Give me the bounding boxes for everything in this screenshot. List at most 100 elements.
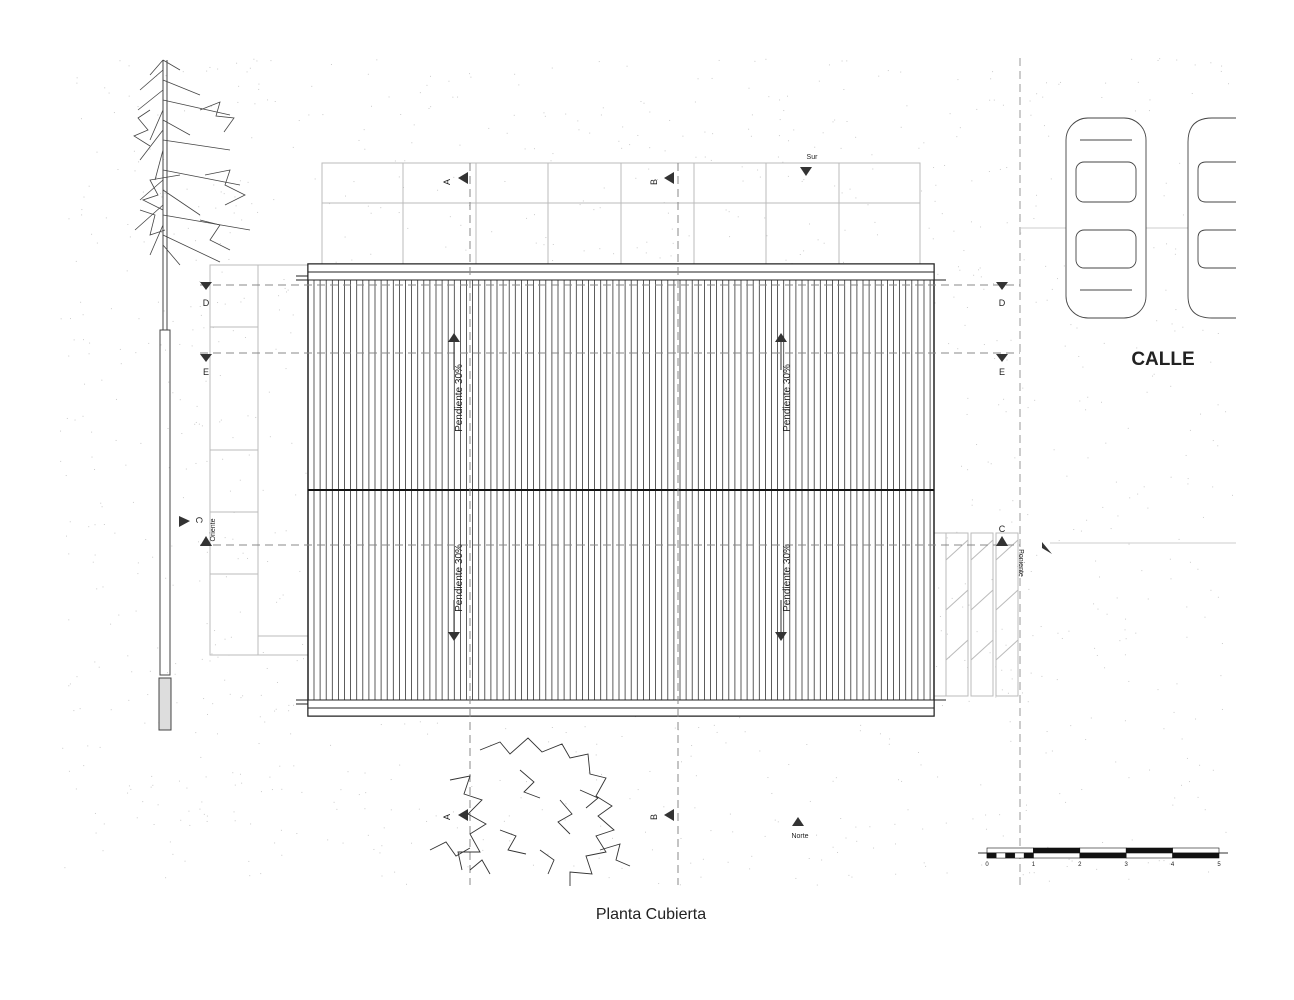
speckle-dot — [120, 363, 122, 365]
speckle-dot — [200, 756, 202, 758]
speckle-dot — [1101, 96, 1103, 98]
speckle-dot — [419, 92, 421, 94]
speckle-dot — [764, 217, 766, 219]
speckle-dot — [613, 253, 615, 255]
speckle-dot — [946, 872, 948, 874]
speckle-dot — [695, 156, 697, 158]
speckle-dot — [704, 131, 706, 133]
speckle-dot — [1220, 675, 1222, 677]
speckle-dot — [329, 203, 331, 205]
speckle-dot — [1172, 804, 1174, 806]
speckle-dot — [976, 444, 978, 446]
speckle-dot — [274, 710, 276, 712]
marker-sur — [800, 167, 812, 176]
speckle-dot — [199, 808, 201, 810]
slope-label: Pendiente 30% — [454, 364, 465, 432]
speckle-dot — [573, 865, 575, 867]
speckle-dot — [1001, 689, 1003, 691]
speckle-dot — [235, 205, 237, 207]
speckle-dot — [725, 742, 727, 744]
speckle-dot — [305, 472, 307, 474]
label-a: A — [442, 179, 452, 185]
speckle-dot — [816, 834, 818, 836]
speckle-dot — [621, 147, 623, 149]
speckle-dot — [1012, 500, 1014, 502]
speckle-dot — [1174, 797, 1176, 799]
speckle-dot — [1204, 809, 1206, 811]
speckle-dot — [1127, 427, 1129, 429]
speckle-dot — [669, 119, 671, 121]
speckle-dot — [209, 66, 211, 68]
speckle-dot — [367, 73, 369, 75]
speckle-dot — [973, 274, 975, 276]
speckle-dot — [258, 743, 260, 745]
label-c-right: C — [999, 524, 1006, 534]
speckle-dot — [971, 504, 973, 506]
speckle-dot — [694, 807, 696, 809]
speckle-dot — [1025, 809, 1027, 811]
speckle-dot — [199, 215, 201, 217]
speckle-dot — [330, 744, 332, 746]
speckle-dot — [855, 136, 857, 138]
speckle-dot — [832, 121, 834, 123]
speckle-dot — [782, 161, 784, 163]
speckle-dot — [380, 724, 382, 726]
speckle-dot — [232, 330, 234, 332]
speckle-dot — [143, 241, 145, 243]
speckle-dot — [564, 819, 566, 821]
speckle-dot — [163, 158, 165, 160]
speckle-dot — [1036, 554, 1038, 556]
speckle-dot — [552, 243, 554, 245]
speckle-dot — [165, 877, 167, 879]
speckle-dot — [1165, 289, 1167, 291]
speckle-dot — [281, 854, 283, 856]
speckle-dot — [688, 235, 690, 237]
speckle-dot — [1103, 342, 1105, 344]
label-e-left: E — [203, 367, 209, 377]
speckle-dot — [236, 62, 238, 64]
speckle-dot — [103, 523, 105, 525]
speckle-dot — [879, 733, 881, 735]
speckle-dot — [600, 114, 602, 116]
speckle-dot — [1022, 874, 1024, 876]
speckle-dot — [394, 871, 396, 873]
speckle-dot — [74, 419, 76, 421]
speckle-dot — [718, 59, 720, 61]
speckle-dot — [596, 779, 598, 781]
speckle-dot — [138, 161, 140, 163]
speckle-dot — [1100, 401, 1102, 403]
speckle-dot — [206, 820, 208, 822]
speckle-dot — [1045, 82, 1047, 84]
speckle-dot — [937, 273, 939, 275]
speckle-dot — [65, 475, 67, 477]
speckle-dot — [629, 798, 631, 800]
speckle-dot — [157, 114, 159, 116]
speckle-dot — [1068, 630, 1070, 632]
speckle-dot — [381, 845, 383, 847]
speckle-dot — [219, 243, 221, 245]
speckle-dot — [1007, 692, 1009, 694]
speckle-dot — [91, 431, 93, 433]
speckle-dot — [69, 521, 71, 523]
speckle-dot — [995, 696, 997, 698]
speckle-dot — [541, 809, 543, 811]
speckle-dot — [75, 788, 77, 790]
speckle-dot — [1060, 81, 1062, 83]
speckle-dot — [1028, 588, 1030, 590]
speckle-dot — [262, 489, 264, 491]
speckle-dot — [102, 586, 104, 588]
speckle-dot — [823, 242, 825, 244]
speckle-dot — [178, 780, 180, 782]
speckle-dot — [292, 146, 294, 148]
speckle-dot — [249, 67, 251, 69]
speckle-dot — [68, 355, 70, 357]
speckle-dot — [645, 831, 647, 833]
speckle-dot — [584, 726, 586, 728]
speckle-dot — [215, 207, 217, 209]
speckle-dot — [509, 840, 511, 842]
speckle-dot — [467, 866, 469, 868]
speckle-dot — [457, 96, 459, 98]
speckle-dot — [271, 789, 273, 791]
speckle-dot — [174, 673, 176, 675]
speckle-dot — [94, 524, 96, 526]
